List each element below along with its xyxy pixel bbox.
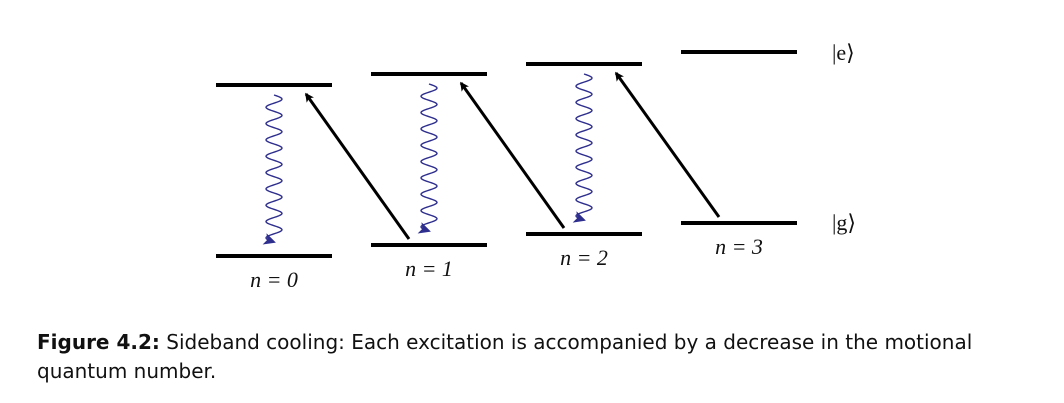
excitation-arrow-n3-to-n2 <box>614 71 721 218</box>
excitation-arrows <box>304 71 721 240</box>
excitation-arrow-n1-to-n0 <box>304 92 411 240</box>
figure-caption: Figure 4.2: Sideband cooling: Each excit… <box>37 328 1037 386</box>
excitation-arrow-n2-to-n1 <box>459 81 566 229</box>
sideband-cooling-diagram: n = 0 n = 1 n = 2 n = 3 |e⟩ |g⟩ <box>216 40 856 292</box>
caption-text: Sideband cooling: Each excitation is acc… <box>37 330 973 383</box>
decay-waves <box>262 73 593 245</box>
decay-wave-n1 <box>417 83 438 234</box>
energy-levels <box>216 50 797 258</box>
caption-label: Figure 4.2: <box>37 330 160 354</box>
level-label-n3: n = 3 <box>715 234 763 259</box>
level-label-n2: n = 2 <box>560 245 608 270</box>
excited-state-label: |e⟩ <box>832 40 855 65</box>
level-labels: n = 0 n = 1 n = 2 n = 3 <box>250 234 763 292</box>
level-label-n0: n = 0 <box>250 267 298 292</box>
decay-wave-n0 <box>262 94 283 245</box>
ground-state-label: |g⟩ <box>832 210 856 235</box>
level-label-n1: n = 1 <box>405 256 453 281</box>
decay-wave-n2 <box>572 73 593 223</box>
